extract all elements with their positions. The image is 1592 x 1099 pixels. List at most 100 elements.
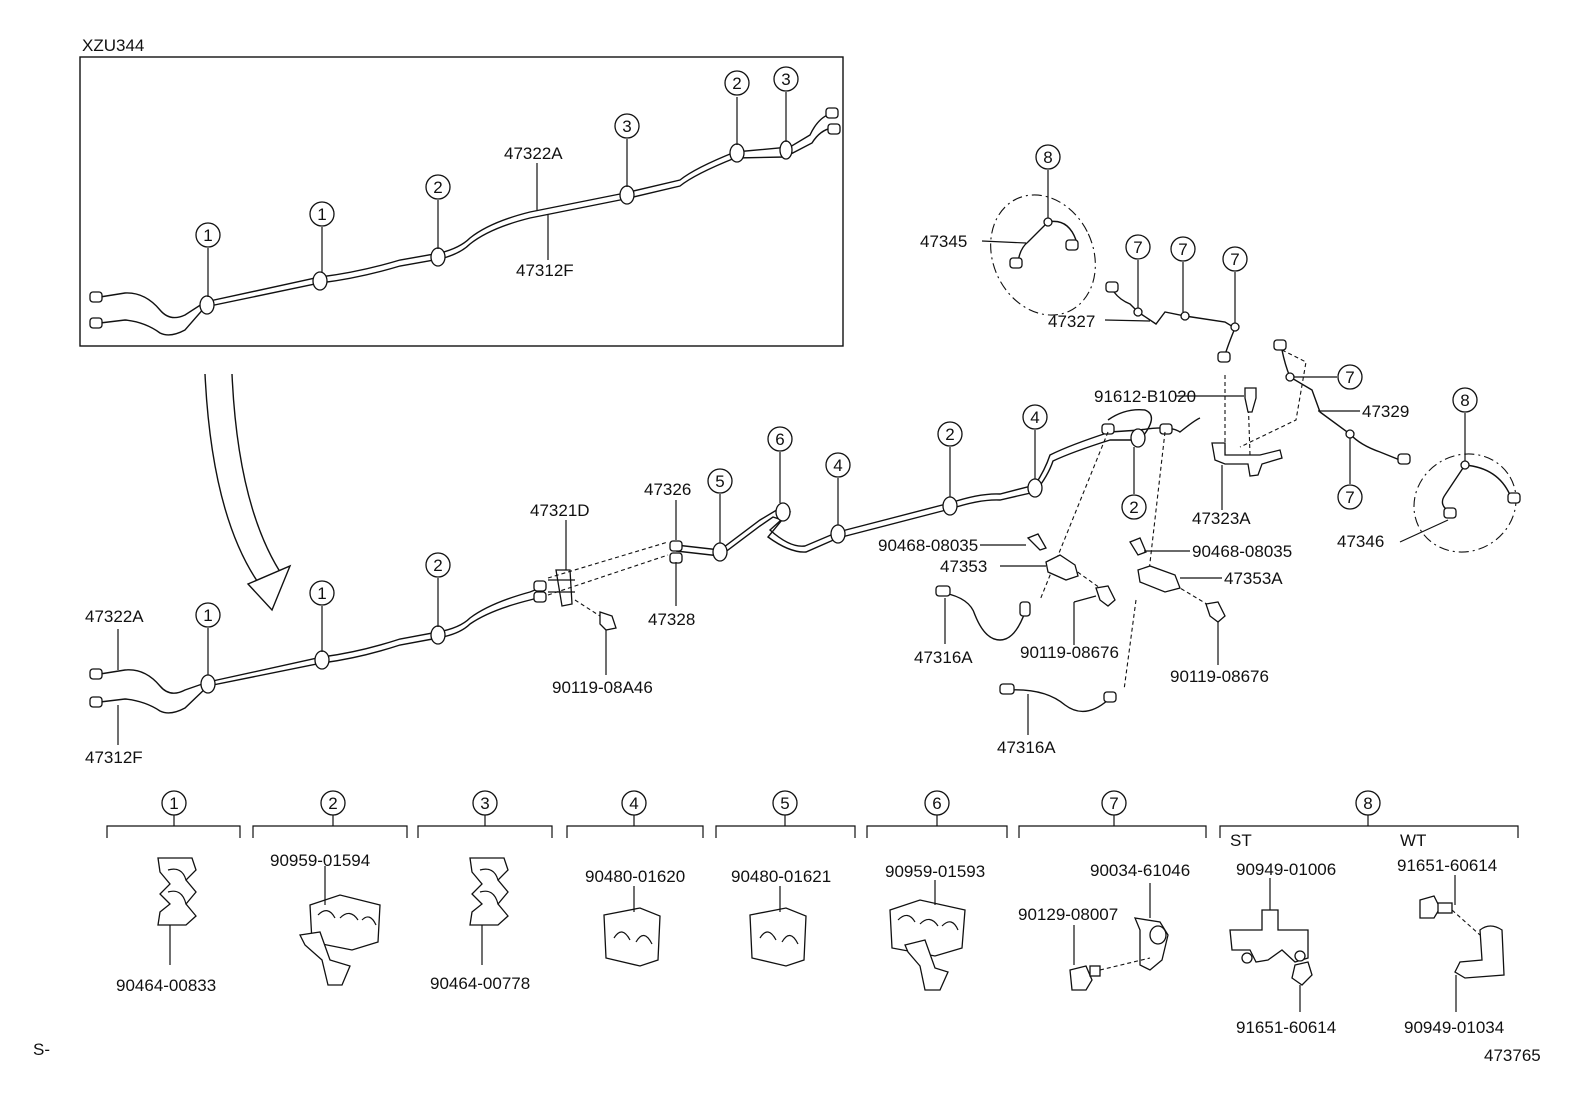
group-47323A: 91612-B1020 47323A [1094,387,1283,528]
svg-text:1: 1 [203,606,212,625]
inset-leaders [207,92,787,297]
label-47346: 47346 [1337,532,1384,551]
svg-text:7: 7 [1230,250,1239,269]
label-47316A-upper: 47316A [914,648,973,667]
label-47316A-lower: 47316A [997,738,1056,757]
legend-clip-2: 90959-01594 [270,851,381,986]
label-90468-08035-left: 90468-08035 [878,536,978,555]
svg-text:1: 1 [203,226,212,245]
svg-text:8: 8 [1363,794,1372,813]
legend-clip-6: 90959-01593 [885,862,985,991]
label-47353A: 47353A [1224,569,1283,588]
svg-text:91651-60614: 91651-60614 [1397,856,1497,875]
legend-clip-4: 90480-01620 [585,867,685,967]
label-47323A: 47323A [1192,509,1251,528]
inset-callouts: 1 1 2 3 2 3 [195,66,799,248]
legend-clip-5: 90480-01621 [731,867,831,967]
svg-text:90480-01620: 90480-01620 [585,867,685,886]
svg-text:90034-61046: 90034-61046 [1090,861,1190,880]
label-90119-08676-right: 90119-08676 [1170,667,1269,686]
main-callouts: 1 1 2 5 6 4 2 4 2 [195,404,1147,628]
svg-text:5: 5 [780,794,789,813]
svg-text:2: 2 [732,74,741,93]
label-47328: 47328 [648,610,695,629]
svg-text:7: 7 [1345,368,1354,387]
svg-text:1: 1 [317,205,326,224]
legend-part-8-wt: 91651-60614 90949-01034 [1397,856,1505,1037]
svg-text:8: 8 [1460,391,1469,410]
group-47329: 7 7 47329 [1273,339,1411,510]
legend-part-8-st: 90949-01006 91651-60614 [1229,860,1336,1037]
svg-text:3: 3 [480,794,489,813]
dashed-connectors [547,349,1307,691]
label-st: ST [1230,831,1252,850]
inset-label-47322A: 47322A [504,144,563,163]
hose-47316A-upper: 47316A [914,585,1031,667]
main-leaders [117,430,1135,745]
label-47322A: 47322A [85,607,144,626]
inset-frame [79,56,844,347]
legend-clip-1: 90464-00833 [116,857,216,995]
group-47327: 7 7 7 47327 [1048,234,1248,363]
bracket-47321D [548,569,575,607]
svg-text:90464-00833: 90464-00833 [116,976,216,995]
legend-part-7: 90034-61046 90129-08007 [1018,861,1190,991]
svg-text:4: 4 [629,794,638,813]
label-47321D: 47321D [530,501,590,520]
svg-text:90949-01034: 90949-01034 [1404,1018,1504,1037]
svg-text:1: 1 [317,584,326,603]
bolt-90119-08A46 [599,611,617,631]
group-47353A: 90468-08035 47353A 90119-08676 [1129,537,1292,686]
svg-text:91651-60614: 91651-60614 [1236,1018,1336,1037]
svg-text:1: 1 [169,794,178,813]
label-47345: 47345 [920,232,967,251]
svg-text:2: 2 [433,556,442,575]
svg-text:7: 7 [1133,238,1142,257]
svg-text:6: 6 [775,430,784,449]
main-nuts [89,423,1173,708]
svg-text:8: 8 [1043,148,1052,167]
svg-text:2: 2 [328,794,337,813]
svg-text:4: 4 [1030,408,1039,427]
inset-nuts [89,107,841,329]
svg-text:90949-01006: 90949-01006 [1236,860,1336,879]
label-wt: WT [1400,831,1426,850]
svg-text:6: 6 [932,794,941,813]
label-47326: 47326 [644,480,691,499]
group-47353: 90468-08035 47353 90119-08676 [878,533,1119,662]
svg-text:90129-08007: 90129-08007 [1018,905,1118,924]
label-90468-08035-right: 90468-08035 [1192,542,1292,561]
inset-label-47312F: 47312F [516,261,574,280]
svg-text:3: 3 [622,117,631,136]
label-90119-08676-left: 90119-08676 [1020,643,1119,662]
svg-text:7: 7 [1345,488,1354,507]
svg-text:90480-01621: 90480-01621 [731,867,831,886]
label-47353: 47353 [940,557,987,576]
label-47327: 47327 [1048,312,1095,331]
group-47346: 8 47346 [1337,387,1521,553]
label-90119-08A46: 90119-08A46 [552,678,653,697]
svg-text:3: 3 [781,70,790,89]
label-91612-B1020: 91612-B1020 [1094,387,1196,406]
svg-text:90959-01594: 90959-01594 [270,851,370,870]
hose-47316A-lower: 47316A [997,683,1117,757]
label-47329: 47329 [1362,402,1409,421]
svg-text:2: 2 [433,178,442,197]
diagram-number: 473765 [1484,1046,1541,1065]
inset-title: XZU344 [82,36,144,55]
svg-text:2: 2 [945,425,954,444]
svg-text:7: 7 [1178,240,1187,259]
legend-clip-3: 90464-00778 [430,857,530,993]
svg-text:90959-01593: 90959-01593 [885,862,985,881]
svg-text:2: 2 [1129,498,1138,517]
label-47312F: 47312F [85,748,143,767]
main-clips [200,428,1146,694]
transfer-arrow [204,373,292,612]
legend-brackets: 1 2 3 4 5 6 7 8 [106,790,1519,838]
svg-text:7: 7 [1109,794,1118,813]
corner-left: S- [33,1040,50,1059]
svg-text:4: 4 [833,456,842,475]
svg-text:5: 5 [715,472,724,491]
